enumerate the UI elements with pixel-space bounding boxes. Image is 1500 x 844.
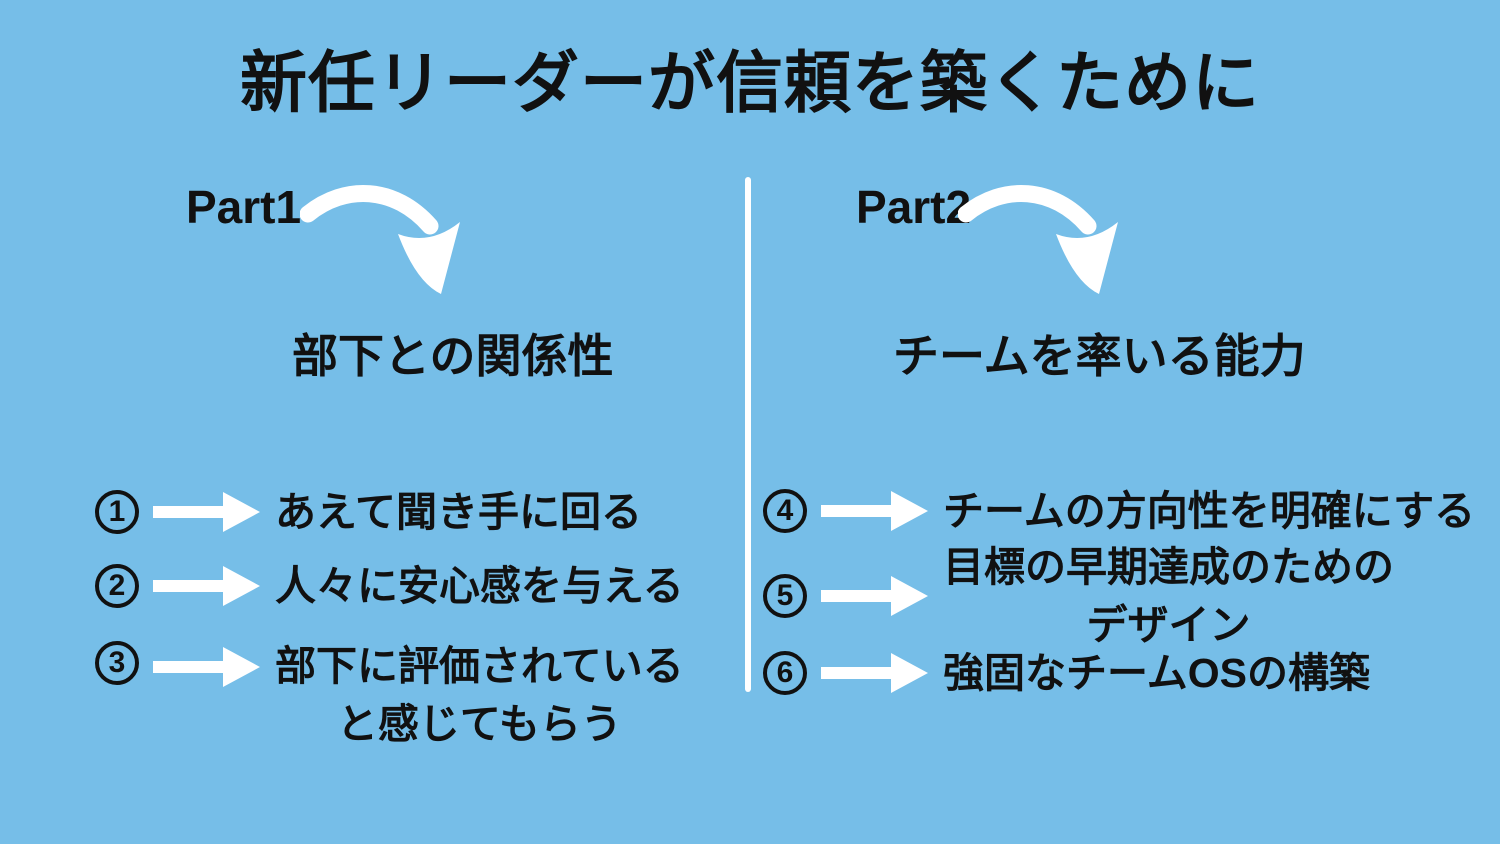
list-item-1: 1 あえて聞き手に回る (95, 483, 642, 541)
curved-down-arrow-icon (300, 185, 460, 294)
circled-number-badge: 4 (763, 489, 807, 534)
item-text-line1: あえて聞き手に回る (275, 489, 642, 535)
item-text: 人々に安心感を与える (275, 557, 684, 615)
right-arrow-icon (153, 492, 260, 533)
item-text-line2: と感じてもらう (336, 701, 622, 748)
right-section-heading: チームを率いる能力 (893, 330, 1306, 382)
list-item-6: 6 強固なチームOSの構築 (763, 644, 1370, 702)
list-item-2: 2 人々に安心感を与える (95, 557, 684, 615)
item-text-line1: チームの方向性を明確にする (943, 488, 1476, 534)
item-text-line2: デザイン (1086, 602, 1251, 649)
item-text: 強固なチームOSの構築 (943, 644, 1370, 702)
item-number: 2 (108, 569, 126, 603)
item-text: あえて聞き手に回る (275, 483, 642, 541)
right-arrow-icon (153, 647, 260, 687)
right-arrow-icon (153, 566, 260, 607)
item-text: 目標の早期達成のための デザイン (943, 538, 1394, 654)
right-arrow-icon (821, 653, 928, 694)
circled-number-badge: 6 (763, 651, 807, 696)
right-arrow-icon (821, 491, 928, 532)
left-section-heading: 部下との関係性 (292, 330, 614, 382)
circled-number-badge: 5 (763, 574, 807, 619)
list-item-5: 5 目標の早期達成のための デザイン (763, 538, 1394, 654)
right-arrow-icon (821, 576, 928, 617)
list-item-4: 4 チームの方向性を明確にする (763, 482, 1475, 540)
item-number: 1 (108, 495, 126, 529)
circled-number-badge: 2 (95, 564, 139, 609)
part1-label: Part1 (186, 181, 302, 233)
item-text-line1: 人々に安心感を与える (275, 563, 684, 609)
item-number: 5 (776, 579, 794, 613)
circled-number-badge: 3 (95, 641, 139, 685)
item-text-line1: 目標の早期達成のための (943, 544, 1394, 590)
circled-number-badge: 1 (95, 490, 139, 535)
vertical-divider (745, 177, 751, 692)
item-number: 6 (776, 656, 794, 690)
item-number: 4 (776, 494, 794, 528)
item-number: 3 (108, 646, 126, 679)
page-title: 新任リーダーが信頼を築くために (240, 46, 1260, 121)
part2-label: Part2 (856, 181, 972, 233)
item-text: 部下に評価されている と感じてもらう (275, 637, 684, 753)
item-text-line1: 強固なチームOSの構築 (943, 650, 1371, 696)
curved-down-arrow-icon (958, 185, 1118, 294)
item-text-line1: 部下に評価されている (275, 643, 684, 689)
item-text: チームの方向性を明確にする (943, 482, 1475, 540)
list-item-3: 3 部下に評価されている と感じてもらう (95, 637, 684, 753)
